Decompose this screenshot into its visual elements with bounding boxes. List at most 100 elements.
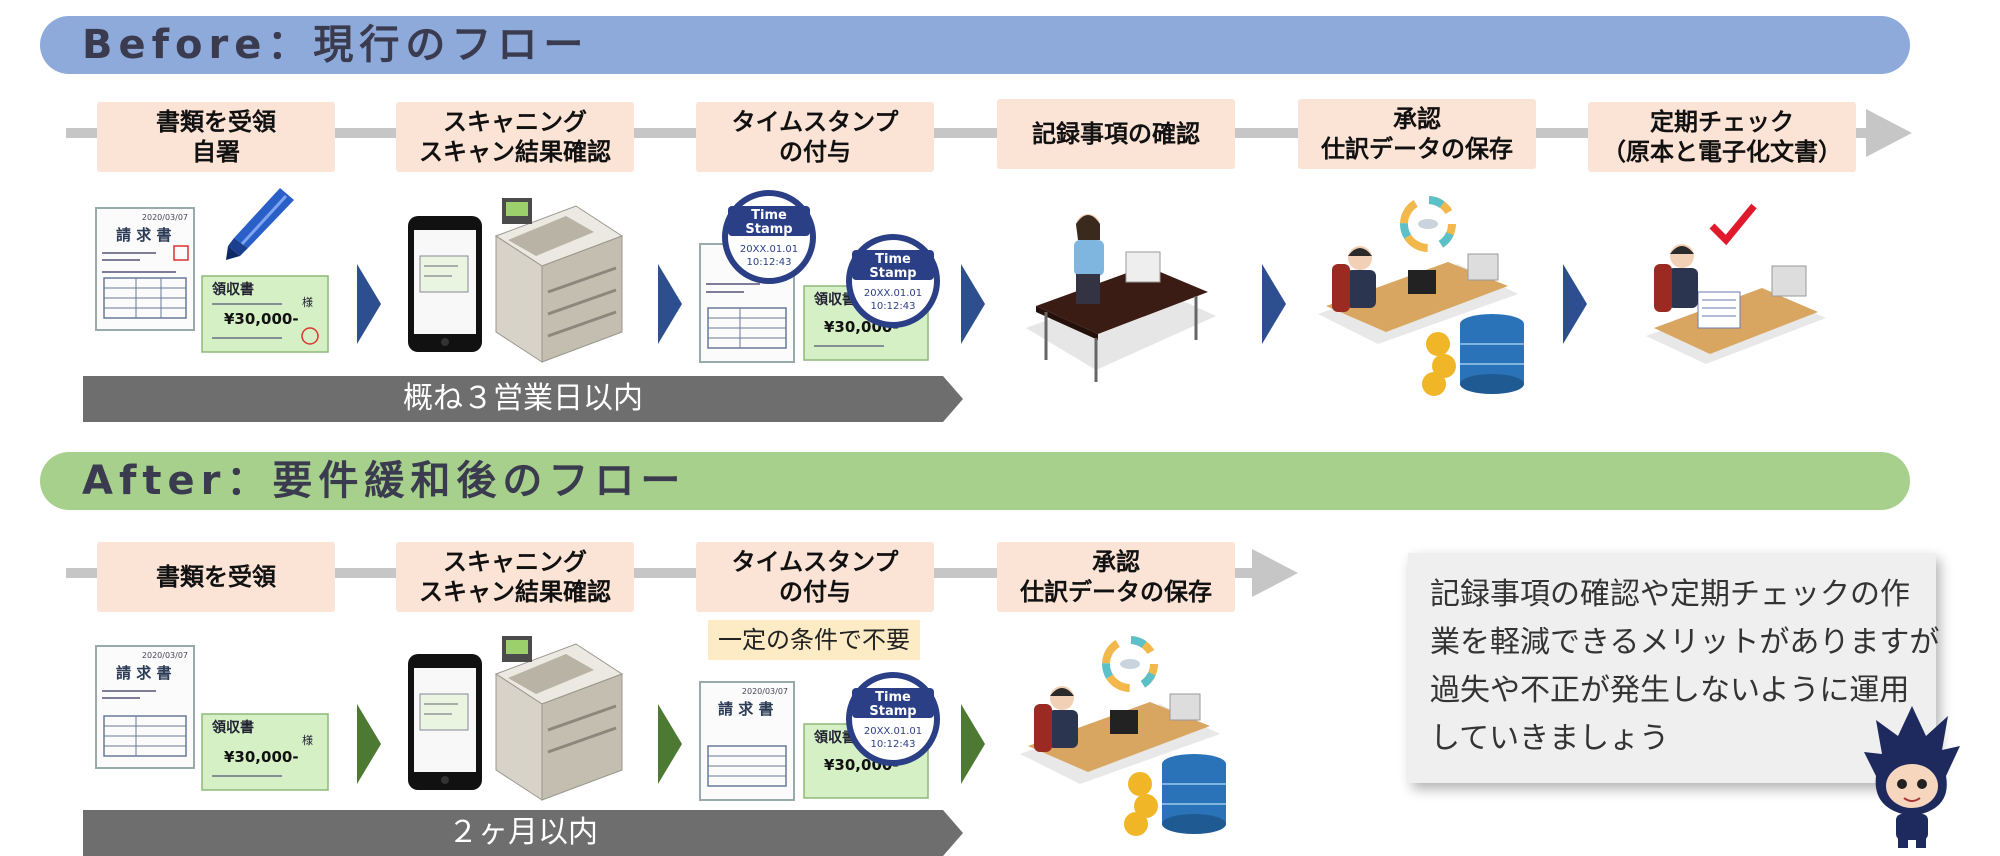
receipt-title: 領収書 xyxy=(212,719,254,736)
step-line1: 定期チェック xyxy=(1650,108,1794,136)
callout-line: 過失や不正が発生しないように運用 xyxy=(1430,673,1910,708)
copier-machine-icon xyxy=(494,636,624,801)
timestamp-stamp-icon: Time Stamp 20XX.01.01 10:12:43 xyxy=(722,190,816,284)
stamp-time: 10:12:43 xyxy=(871,301,916,312)
after-duration-bar: ２ヶ月以内 xyxy=(83,810,963,856)
step-line1: タイムスタンプ xyxy=(731,548,899,576)
condition-note-text: 一定の条件で不要 xyxy=(718,626,910,654)
step-line1: スキャニング xyxy=(443,548,587,576)
stamp-mid: Stamp xyxy=(745,222,792,237)
after-track xyxy=(66,568,1252,578)
receipt-amount: ¥30,000- xyxy=(224,310,299,328)
callout-line: 業を軽減できるメリットがありますが xyxy=(1430,625,1940,660)
stamp-mid: Stamp xyxy=(869,704,916,719)
invoice-title: 請 求 書 xyxy=(718,700,773,718)
callout-line: 記録事項の確認や定期チェックの作 xyxy=(1430,577,1910,612)
stamp-mid: Stamp xyxy=(869,266,916,281)
smartphone-scanning-icon xyxy=(408,216,482,352)
before-banner: Before：現行のフロー xyxy=(40,16,1910,74)
advice-callout-text: 記録事項の確認や定期チェックの作 業を軽減できるメリットがありますが 過失や不正… xyxy=(1430,571,1940,763)
receipt-title: 領収書 xyxy=(814,291,856,308)
step-line2: （原本と電子化文書） xyxy=(1602,138,1842,166)
before-step-periodic-check: 定期チェック （原本と電子化文書） xyxy=(1588,102,1856,172)
after-flow-chevron xyxy=(357,704,381,784)
stamp-top: Time xyxy=(751,208,787,223)
step-line2: 仕訳データの保存 xyxy=(1321,135,1513,163)
after-step-approval: 承認 仕訳データの保存 xyxy=(997,542,1235,612)
after-track-arrowhead xyxy=(1252,549,1298,597)
after-flow-chevron xyxy=(658,704,682,784)
invoice-date: 2020/03/07 xyxy=(142,651,188,660)
before-flow-chevron xyxy=(357,264,381,344)
stamp-top: Time xyxy=(875,690,911,705)
mascot-character-icon xyxy=(1864,706,1960,848)
after-step-timestamp: タイムスタンプ の付与 xyxy=(696,542,934,612)
approval-worker-database-icon xyxy=(1318,196,1524,396)
before-step-approval: 承認 仕訳データの保存 xyxy=(1298,99,1536,169)
timestamp-stamp-icon: Time Stamp 20XX.01.01 10:12:43 xyxy=(846,672,940,766)
step-line2: 自署 xyxy=(192,138,240,166)
approval-worker-database-icon xyxy=(1020,636,1226,836)
after-duration-label: ２ヶ月以内 xyxy=(448,815,598,850)
before-track xyxy=(66,128,1866,138)
before-duration-bar: 概ね３営業日以内 xyxy=(83,376,963,422)
after-step-scanning: スキャニング スキャン結果確認 xyxy=(396,542,634,612)
before-step-receive: 書類を受領 自署 xyxy=(97,102,335,172)
receipt-document-illustration: 領収書 様 ¥30,000- xyxy=(201,275,329,353)
timestamp-stamp-icon: Time Stamp 20XX.01.01 10:12:43 xyxy=(846,234,940,328)
stamp-time: 10:12:43 xyxy=(747,257,792,268)
receipt-title: 領収書 xyxy=(212,281,254,298)
stamp-date: 20XX.01.01 xyxy=(740,244,798,255)
step-line1: 書類を受領 xyxy=(156,563,276,591)
before-flow-chevron xyxy=(1262,264,1286,344)
receipt-amount: ¥30,000- xyxy=(224,748,299,766)
step-line2: 仕訳データの保存 xyxy=(1020,578,1212,606)
smartphone-scanning-icon xyxy=(408,654,482,790)
invoice-date: 2020/03/07 xyxy=(142,213,188,222)
after-title: After：要件緩和後のフロー xyxy=(82,458,687,504)
after-flow-chevron xyxy=(961,704,985,784)
step-line1: スキャニング xyxy=(443,108,587,136)
before-flow-chevron xyxy=(658,264,682,344)
office-worker-desk-icon xyxy=(1026,214,1216,382)
before-step-scanning: スキャニング スキャン結果確認 xyxy=(396,102,634,172)
step-line1: タイムスタンプ xyxy=(731,108,899,136)
invoice-title: 請 求 書 xyxy=(116,226,171,244)
stamp-date: 20XX.01.01 xyxy=(864,726,922,737)
invoice-document-illustration: 2020/03/07 請 求 書 xyxy=(699,681,795,801)
step-line1: 承認 xyxy=(1092,548,1140,576)
receipt-title: 領収書 xyxy=(814,729,856,746)
stamp-date: 20XX.01.01 xyxy=(864,288,922,299)
advice-callout: 記録事項の確認や定期チェックの作 業を軽減できるメリットがありますが 過失や不正… xyxy=(1408,553,1940,783)
copier-machine-icon xyxy=(494,198,624,363)
before-title: Before：現行のフロー xyxy=(82,22,590,68)
before-step-timestamp: タイムスタンプ の付与 xyxy=(696,102,934,172)
before-track-arrowhead xyxy=(1866,109,1912,157)
receipt-document-illustration: 領収書 様 ¥30,000- xyxy=(201,713,329,791)
callout-line: していきましょう xyxy=(1430,721,1670,756)
marker-pen-icon xyxy=(226,188,294,260)
stamp-time: 10:12:43 xyxy=(871,739,916,750)
invoice-date: 2020/03/07 xyxy=(742,687,788,696)
before-flow-chevron xyxy=(961,264,985,344)
periodic-check-worker-icon xyxy=(1646,203,1826,364)
before-duration-label: 概ね３営業日以内 xyxy=(403,381,643,416)
step-line1: 記録事項の確認 xyxy=(1032,120,1200,148)
step-line2: の付与 xyxy=(779,578,851,606)
receipt-honorific: 様 xyxy=(302,733,313,747)
before-step-record-check: 記録事項の確認 xyxy=(997,99,1235,169)
stamp-top: Time xyxy=(875,252,911,267)
before-flow-chevron xyxy=(1563,264,1587,344)
condition-note: 一定の条件で不要 xyxy=(708,620,920,660)
invoice-document-illustration: 2020/03/07 請 求 書 xyxy=(95,207,195,331)
invoice-document-illustration: 2020/03/07 請 求 書 xyxy=(95,645,195,769)
step-line2: の付与 xyxy=(779,138,851,166)
receipt-honorific: 様 xyxy=(302,295,313,309)
after-banner: After：要件緩和後のフロー xyxy=(40,452,1910,510)
step-line2: スキャン結果確認 xyxy=(419,578,611,606)
step-line1: 書類を受領 xyxy=(156,108,276,136)
invoice-title: 請 求 書 xyxy=(116,664,171,682)
step-line1: 承認 xyxy=(1393,105,1441,133)
after-step-receive: 書類を受領 xyxy=(97,542,335,612)
step-line2: スキャン結果確認 xyxy=(419,138,611,166)
